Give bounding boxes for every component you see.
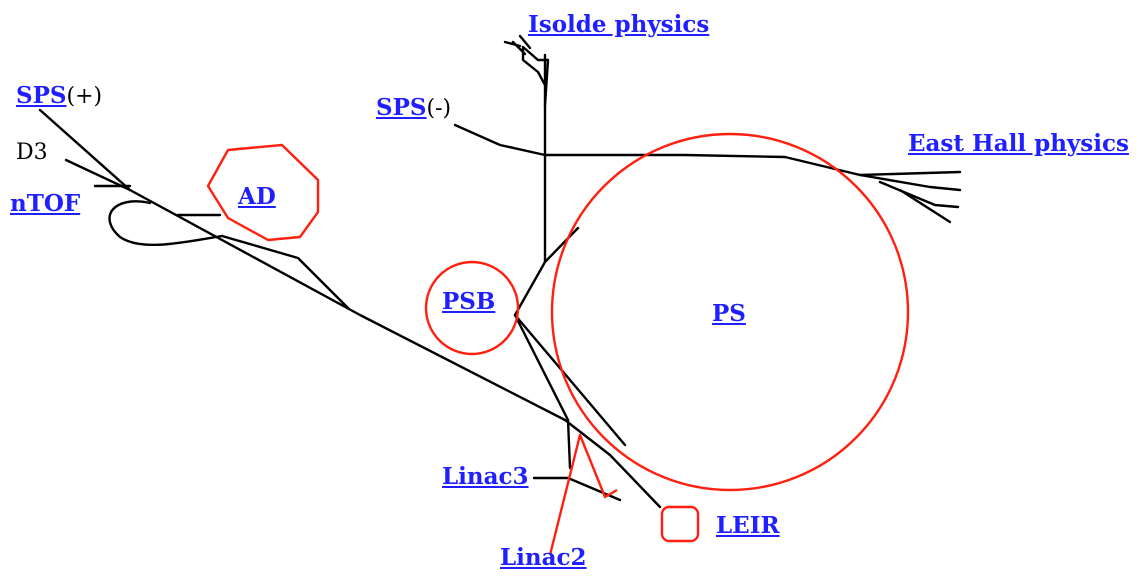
east-hall-physics-link[interactable]: East Hall physics	[908, 130, 1129, 157]
ad-ring	[206, 143, 320, 242]
sps-minus-label: SPS(-)	[376, 96, 451, 120]
psb-to-isolde-line	[513, 260, 547, 317]
ad-ejection-line	[220, 234, 350, 310]
sps-plus-link[interactable]: SPS	[16, 82, 67, 109]
psb-to-ps-line	[543, 226, 580, 264]
linac3-link[interactable]: Linac3	[442, 463, 529, 490]
sps-minus-line	[453, 123, 547, 157]
linac2-line	[548, 433, 618, 556]
d3-label: D3	[16, 140, 48, 165]
sps-minus-suffix: (-)	[426, 96, 452, 121]
sps-plus-label: SPS(+)	[16, 84, 102, 108]
isolde-physics-link[interactable]: Isolde physics	[528, 11, 710, 38]
linac2-link[interactable]: Linac2	[500, 544, 587, 571]
leir-link[interactable]: LEIR	[716, 512, 780, 539]
east-hall-branch-2	[878, 180, 960, 209]
east-hall-branch-1	[858, 173, 962, 192]
ntof-loop-line	[108, 200, 224, 247]
ps-ring	[550, 132, 910, 492]
sps-plus-suffix: (+)	[66, 84, 103, 109]
isolde-target-lines	[503, 34, 532, 56]
ntof-link[interactable]: nTOF	[10, 190, 81, 217]
leir-ring	[660, 505, 700, 543]
east-hall-branch-3	[898, 188, 952, 224]
psb-link[interactable]: PSB	[442, 288, 496, 315]
isolde-target-loop	[521, 45, 550, 107]
ps-link[interactable]: PS	[712, 300, 746, 327]
ad-link[interactable]: AD	[238, 183, 276, 210]
psb-ring	[424, 260, 520, 356]
psb-to-ps-low-line	[513, 313, 627, 447]
main-transfer-line	[38, 108, 662, 509]
sps-minus-link[interactable]: SPS	[376, 94, 427, 121]
east-hall-line	[543, 153, 962, 177]
psb-down-line	[513, 313, 572, 470]
